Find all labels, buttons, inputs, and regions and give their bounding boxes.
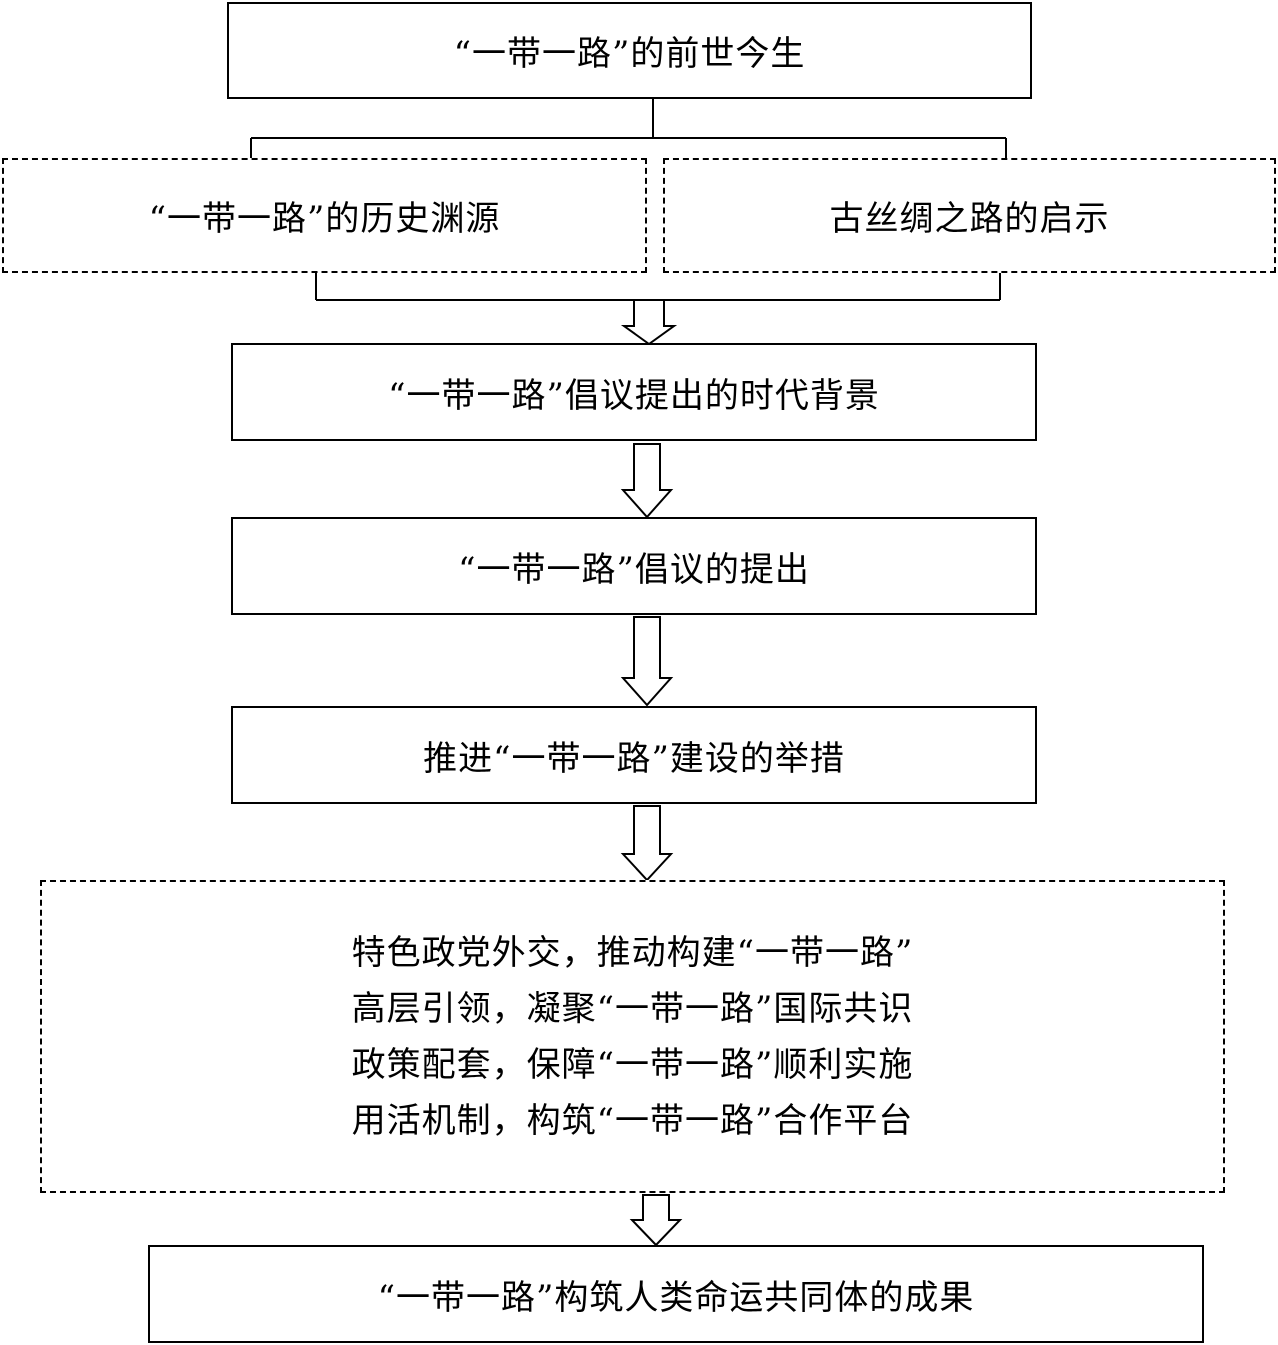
background-box: “一带一路”倡议提出的时代背景 [231,343,1037,441]
split-bracket [250,98,1007,158]
silk-road-lessons-text: 古丝绸之路的启示 [829,199,1110,239]
proposal-box: “一带一路”倡议的提出 [231,517,1037,615]
measures-text: 推进“一带一路”建设的举措 [423,738,845,779]
measures-detail-line: 高层引领，凝聚“一带一路”国际共识 [351,988,914,1029]
arrow-down-4 [620,805,674,882]
measures-detail-line: 用活机制，构筑“一带一路”合作平台 [351,1100,914,1141]
measures-detail-line: 政策配套，保障“一带一路”顺利实施 [351,1044,914,1085]
arrow-down-5 [629,1194,683,1247]
history-origin-text: “一带一路”的历史渊源 [148,199,501,239]
title-text: “一带一路”的前世今生 [453,34,806,74]
proposal-text: “一带一路”倡议的提出 [458,549,810,590]
silk-road-lessons-box: 古丝绸之路的启示 [663,158,1276,273]
title-box: “一带一路”的前世今生 [227,2,1032,99]
achievements-text: “一带一路”构筑人类命运共同体的成果 [377,1277,975,1318]
measures-details-box: 特色政党外交，推动构建“一带一路” 高层引领，凝聚“一带一路”国际共识 政策配套… [40,880,1225,1193]
arrow-down-3 [620,616,674,707]
history-origin-box: “一带一路”的历史渊源 [2,158,647,273]
measures-detail-line: 特色政党外交，推动构建“一带一路” [351,932,914,973]
achievements-box: “一带一路”构筑人类命运共同体的成果 [148,1245,1204,1343]
arrow-down-1 [620,299,678,346]
measures-box: 推进“一带一路”建设的举措 [231,706,1037,804]
arrow-down-2 [620,443,674,519]
background-text: “一带一路”倡议提出的时代背景 [388,375,880,416]
merge-bracket [315,272,1001,301]
